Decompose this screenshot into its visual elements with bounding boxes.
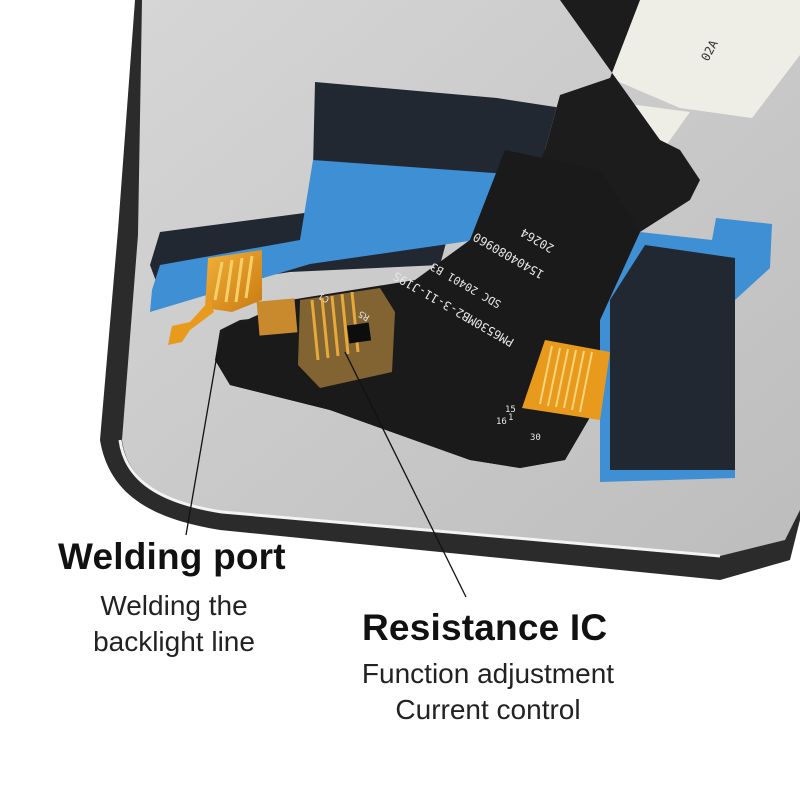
welding-port-desc-line: Welding the [100,590,248,621]
board-connector [522,340,610,420]
resistance-ic-desc-line: Function adjustment [361,658,615,689]
resistance-ic-leader [344,351,467,598]
welding-port-leader [185,354,218,536]
pin-label-30: 30 [530,433,541,443]
resistance-ic-title: Resistance IC [362,607,608,648]
welding-port-square-pad [256,298,298,336]
panel-edge [118,439,721,558]
welding-port-desc-line: backlight line [93,626,255,657]
welding-port-traces [213,255,254,303]
resistance-ic-desc-line: Current control [395,694,581,725]
resistance-ic-description: Function adjustment Current control [340,656,636,728]
connector-pins [539,345,593,413]
c1-text: C1 [317,290,331,304]
pin-label-1: 1 [508,413,513,423]
dark-pad-right [610,245,735,470]
pin-label-16: 16 [496,417,507,427]
r5-text: R5 [357,308,371,322]
welding-port-title: Welding port [58,536,286,577]
welding-port-description: Welding the backlight line [64,588,284,660]
resistance-ic-chip [346,322,372,344]
welding-port-ribbon [168,300,214,345]
white-label [610,0,800,118]
pin-label-15: 15 [505,405,516,415]
welding-port-copper [205,250,262,312]
